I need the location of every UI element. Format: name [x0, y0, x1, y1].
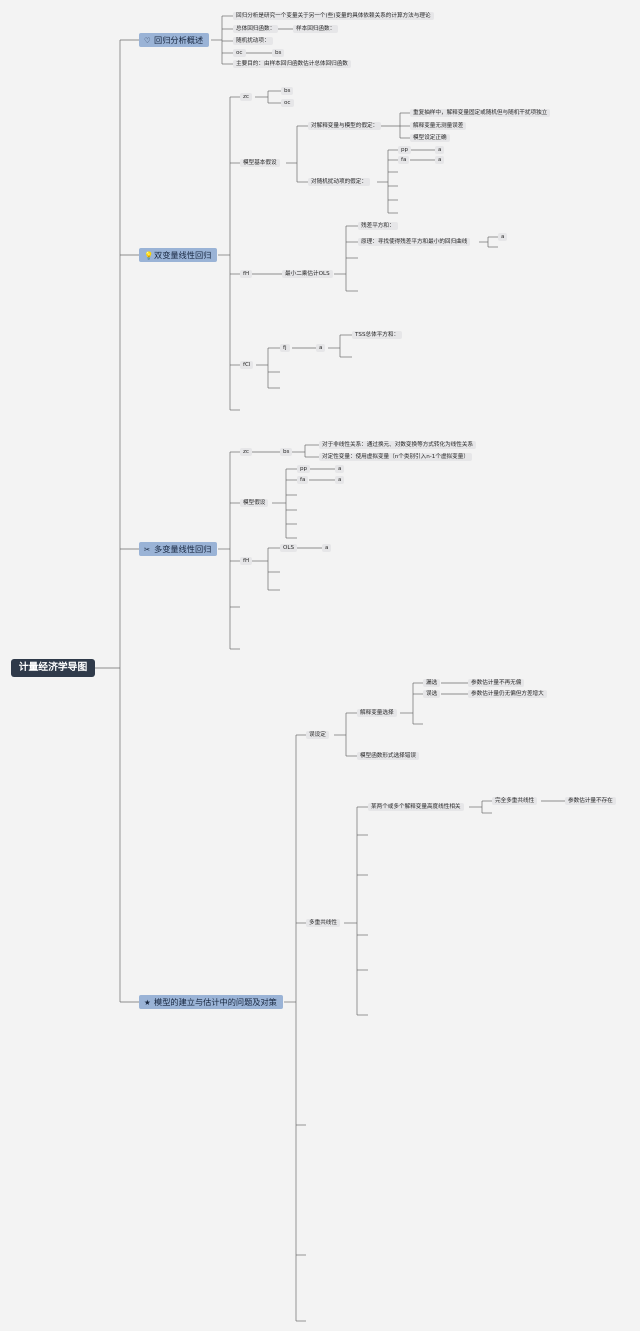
biv-disturbance-assumption[interactable]: 对随机扰动项的假定： [308, 178, 370, 186]
prob-omitted[interactable]: 漏选 [423, 679, 441, 687]
mult-fa-a[interactable]: a [335, 476, 345, 484]
biv-fj[interactable]: fj [280, 344, 290, 352]
biv-principle[interactable]: 原理：寻找使得残差平方和最小的回归曲线 [358, 238, 471, 246]
prob-extra[interactable]: 误选 [423, 690, 441, 698]
prob-extra-result[interactable]: 参数估计量仍无偏但方差增大 [468, 690, 547, 698]
biv-explanatory-assumption[interactable]: 对解释变量与模型的假定： [308, 122, 382, 130]
mult-fa[interactable]: fa [297, 476, 309, 484]
branch-multivariate[interactable]: ✂多变量线性回归 [139, 542, 218, 556]
biv-da-fa-a[interactable]: a [435, 156, 445, 164]
prob-func-form[interactable]: 模型函数形式选择错误 [357, 752, 419, 760]
biv-zc-bs[interactable]: bs [281, 87, 294, 95]
prob-perfect-result[interactable]: 参数估计量不存在 [565, 797, 616, 805]
mult-assumption[interactable]: 模型假设 [240, 499, 269, 507]
mult-fh[interactable]: fH [240, 557, 253, 565]
overview-abbr-b[interactable]: bs [272, 49, 285, 57]
biv-fj-a[interactable]: a [316, 344, 326, 352]
overview-definition[interactable]: 回归分析是研究一个变量关于另一个(些)变量的具体依赖关系的计算方法与理论 [233, 12, 434, 20]
biv-principle-a[interactable]: a [498, 233, 508, 241]
tools-icon: ✂ [144, 545, 151, 554]
mult-zc[interactable]: zc [240, 448, 253, 456]
mult-ols-a[interactable]: a [322, 544, 332, 552]
branch-problems-label: 模型的建立与估计中的问题及对策 [154, 997, 277, 1007]
lightbulb-icon: 💡 [144, 251, 154, 260]
heart-icon: ♡ [144, 36, 151, 45]
mult-nonlinear[interactable]: 对于非线性关系：通过换元、对数变换等方式转化为线性关系 [319, 441, 477, 449]
overview-population-function[interactable]: 总体回归函数： [233, 25, 279, 33]
biv-residual-ss[interactable]: 残差平方和： [358, 222, 398, 230]
branch-overview[interactable]: ♡回归分析概述 [139, 33, 210, 47]
prob-mc-def[interactable]: 某两个或多个解释变量高度线性相关 [368, 803, 464, 811]
prob-var-select[interactable]: 解释变量选择 [357, 709, 397, 717]
biv-da-fa[interactable]: fa [398, 156, 410, 164]
branch-problems[interactable]: ★模型的建立与估计中的问题及对策 [139, 995, 283, 1009]
mult-zc-bs[interactable]: bs [280, 448, 293, 456]
branch-bivariate-label: 双变量线性回归 [154, 250, 212, 260]
mult-qualitative[interactable]: 对定性变量：使用虚拟变量（n个类别引入n-1个虚拟变量） [319, 453, 472, 461]
biv-fcl[interactable]: fCl [240, 361, 254, 369]
overview-disturbance[interactable]: 随机扰动项： [233, 37, 273, 45]
biv-da-pp[interactable]: pp [398, 146, 412, 154]
root-node[interactable]: 计量经济学导图 [11, 659, 95, 677]
biv-da-pp-a[interactable]: a [435, 146, 445, 154]
branch-bivariate[interactable]: 💡双变量线性回归 [139, 248, 218, 262]
star-icon: ★ [144, 998, 151, 1007]
biv-tss[interactable]: TSS总体平方和： [352, 331, 403, 339]
branch-multivariate-label: 多变量线性回归 [154, 544, 212, 554]
overview-main-purpose[interactable]: 主要目的：由样本回归函数估计总体回归函数 [233, 60, 351, 68]
biv-ols[interactable]: 最小二乘估计OLS [282, 270, 333, 278]
mult-pp[interactable]: pp [297, 465, 311, 473]
prob-misspec[interactable]: 误设定 [306, 731, 329, 739]
biv-zc-oc[interactable]: oc [281, 99, 294, 107]
biv-ea2[interactable]: 解释变量无测量误差 [410, 122, 467, 130]
biv-assumptions[interactable]: 模型基本假设 [240, 159, 280, 167]
overview-abbr-a[interactable]: oc [233, 49, 246, 57]
prob-omitted-result[interactable]: 参数估计量不再无偏 [468, 679, 525, 687]
biv-ea1[interactable]: 重复抽样中，解释变量固定或随机但与随机干扰项独立 [410, 109, 551, 117]
prob-multicol[interactable]: 多重共线性 [306, 919, 340, 927]
biv-ea3[interactable]: 模型设定正确 [410, 134, 450, 142]
branch-overview-label: 回归分析概述 [154, 35, 204, 45]
biv-zc[interactable]: zc [240, 93, 253, 101]
overview-sample-function[interactable]: 样本回归函数： [293, 25, 339, 33]
mult-ols[interactable]: OLS [280, 544, 298, 552]
biv-fh[interactable]: fH [240, 270, 253, 278]
mult-pp-a[interactable]: a [335, 465, 345, 473]
prob-perfect[interactable]: 完全多重共线性 [492, 797, 538, 805]
